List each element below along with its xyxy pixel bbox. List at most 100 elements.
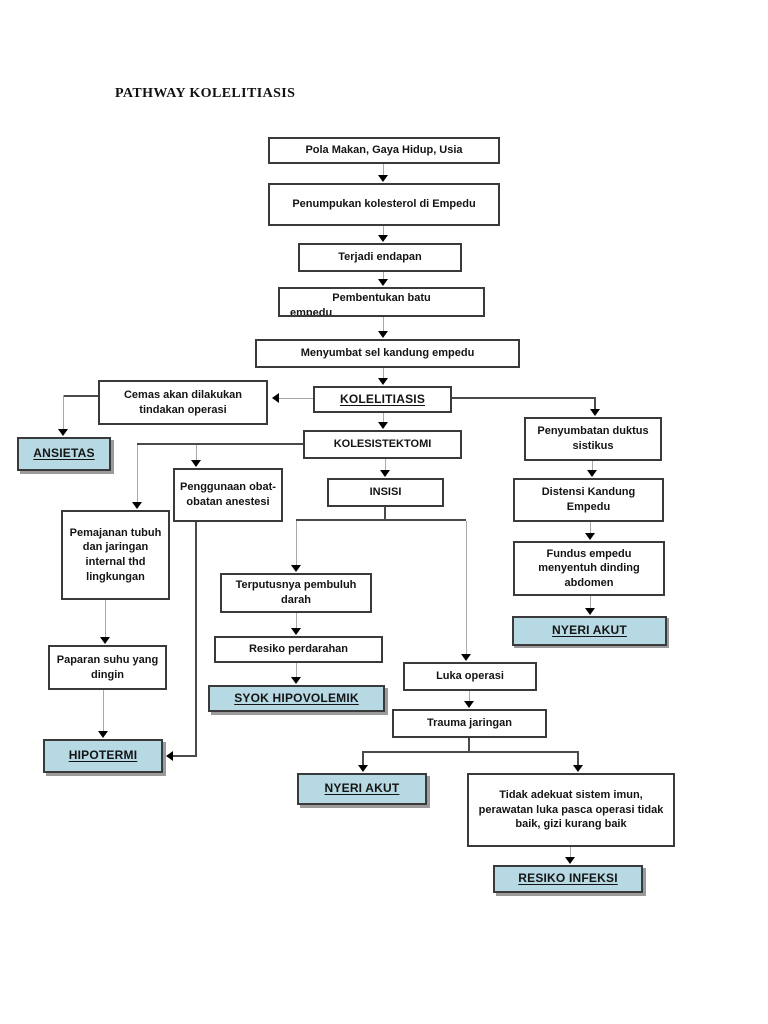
connector-to-luka bbox=[466, 521, 467, 654]
node-label: Penyumbatan duktus sistikus bbox=[537, 425, 649, 452]
node-kolesistektomi: KOLESISTEKTOMI bbox=[303, 430, 462, 459]
node-label: Pemajanan tubuh dan jaringan internal th… bbox=[69, 526, 162, 583]
node-label: ANSIETAS bbox=[33, 446, 95, 461]
arrowhead-down-icon bbox=[378, 175, 388, 182]
node-kolelitiasis: KOLELITIASIS bbox=[313, 386, 452, 413]
connector-pembentukan-menyumbat bbox=[383, 317, 384, 331]
node-insisi: INSISI bbox=[327, 478, 444, 507]
node-label: SYOK HIPOVOLEMIK bbox=[234, 690, 359, 705]
node-cemas-operasi: Cemas akan dilakukan tindakan operasi bbox=[98, 380, 268, 425]
node-label: Terjadi endapan bbox=[338, 251, 422, 264]
node-label: Pola Makan, Gaya Hidup, Usia bbox=[305, 144, 463, 157]
connector-cemas-ansietas-h bbox=[63, 395, 98, 397]
arrowhead-down-icon bbox=[585, 608, 595, 615]
arrowhead-down-icon bbox=[464, 701, 474, 708]
node-penumpukan-kolesterol: Penumpukan kolesterol di Empedu bbox=[268, 183, 500, 226]
node-label: Tidak adekuat sistem imun, perawatan luk… bbox=[478, 789, 664, 831]
arrowhead-down-icon bbox=[378, 331, 388, 338]
node-label-line1: Pembentukan batu bbox=[332, 292, 431, 304]
node-label: INSISI bbox=[369, 486, 402, 499]
arrowhead-down-icon bbox=[98, 731, 108, 738]
connector-to-pemajanan bbox=[137, 445, 138, 502]
node-label: RESIKO INFEKSI bbox=[518, 871, 618, 886]
arrowhead-down-icon bbox=[291, 565, 301, 572]
arrowhead-down-icon bbox=[378, 378, 388, 385]
connector-kolesistektomi-left-h bbox=[137, 443, 303, 445]
connector-cemas-ansietas-v bbox=[63, 395, 64, 429]
node-penyumbatan-duktus: Penyumbatan duktus sistikus bbox=[524, 417, 662, 461]
node-trauma-jaringan: Trauma jaringan bbox=[392, 709, 547, 738]
arrowhead-down-icon bbox=[358, 765, 368, 772]
arrowhead-down-icon bbox=[461, 654, 471, 661]
connector-trauma-split-h bbox=[362, 751, 579, 753]
node-terjadi-endapan: Terjadi endapan bbox=[298, 243, 462, 272]
arrowhead-down-icon bbox=[585, 533, 595, 540]
node-pembentukan-batu: Pembentukan batu empedu bbox=[278, 287, 485, 317]
connector-to-nyeri-bawah bbox=[362, 753, 364, 765]
node-nyeri-akut-bawah: NYERI AKUT bbox=[297, 773, 427, 805]
connector-penggunaan-hipotermi-v bbox=[195, 522, 197, 757]
connector-kolelitiasis-penyumbatan-h bbox=[452, 397, 596, 399]
node-pemajanan: Pemajanan tubuh dan jaringan internal th… bbox=[61, 510, 170, 600]
connector-kolesistektomi-insisi bbox=[385, 459, 386, 470]
connector-kolelitiasis-penyumbatan-v bbox=[594, 397, 596, 409]
node-label: Fundus empedu menyentuh dinding abdomen bbox=[538, 547, 640, 589]
node-menyumbat: Menyumbat sel kandung empedu bbox=[255, 339, 520, 368]
connector-luka-trauma bbox=[469, 691, 470, 701]
node-paparan-suhu: Paparan suhu yang dingin bbox=[48, 645, 167, 690]
connector-penyumbatan-distensi bbox=[592, 461, 593, 470]
arrowhead-down-icon bbox=[587, 470, 597, 477]
node-distensi-kandung: Distensi Kandung Empedu bbox=[513, 478, 664, 522]
arrowhead-down-icon bbox=[100, 637, 110, 644]
node-label: Penumpukan kolesterol di Empedu bbox=[292, 198, 476, 211]
node-fundus-empedu: Fundus empedu menyentuh dinding abdomen bbox=[513, 541, 665, 596]
connector-to-penggunaan bbox=[196, 445, 197, 460]
connector-kolelitiasis-cemas bbox=[279, 398, 313, 399]
connector-terputusnya-resiko bbox=[296, 613, 297, 628]
node-label: NYERI AKUT bbox=[552, 623, 627, 638]
connector-distensi-fundus bbox=[590, 522, 591, 533]
node-label: Paparan suhu yang dingin bbox=[56, 653, 159, 681]
arrowhead-down-icon bbox=[380, 470, 390, 477]
node-resiko-infeksi: RESIKO INFEKSI bbox=[493, 865, 643, 893]
connector-menyumbat-kolelitiasis bbox=[383, 368, 384, 378]
connector-pemajanan-paparan bbox=[105, 600, 106, 637]
arrowhead-down-icon bbox=[191, 460, 201, 467]
node-label: HIPOTERMI bbox=[68, 748, 138, 763]
node-label: Resiko perdarahan bbox=[248, 643, 349, 656]
arrowhead-down-icon bbox=[590, 409, 600, 416]
connector-pola-penumpukan bbox=[383, 164, 384, 175]
node-label: Terputusnya pembuluh darah bbox=[235, 579, 357, 606]
node-terputusnya-pembuluh: Terputusnya pembuluh darah bbox=[220, 573, 372, 613]
connector-to-tidak-adekuat bbox=[577, 753, 579, 765]
arrowhead-left-icon bbox=[272, 393, 279, 403]
arrowhead-down-icon bbox=[58, 429, 68, 436]
arrowhead-left-icon bbox=[166, 751, 173, 761]
arrowhead-down-icon bbox=[378, 279, 388, 286]
connector-resiko-syok bbox=[296, 663, 297, 677]
connector-trauma-stem bbox=[468, 738, 470, 751]
arrowhead-down-icon bbox=[565, 857, 575, 864]
connector-to-terputusnya bbox=[296, 521, 297, 565]
node-tidak-adekuat-imun: Tidak adekuat sistem imun, perawatan luk… bbox=[467, 773, 675, 847]
node-nyeri-akut-kanan: NYERI AKUT bbox=[512, 616, 667, 646]
node-label: Trauma jaringan bbox=[427, 717, 512, 730]
node-label: Menyumbat sel kandung empedu bbox=[300, 347, 475, 360]
connector-insisi-split-h bbox=[296, 519, 466, 521]
arrowhead-down-icon bbox=[378, 422, 388, 429]
arrowhead-down-icon bbox=[573, 765, 583, 772]
node-label: NYERI AKUT bbox=[324, 781, 400, 796]
node-label: Distensi Kandung Empedu bbox=[541, 486, 636, 513]
connector-penggunaan-hipotermi-h bbox=[173, 755, 197, 757]
connector-penumpukan-terjadi bbox=[383, 226, 384, 235]
connector-insisi-stem bbox=[384, 507, 386, 520]
connector-tidak-resiko-infeksi bbox=[570, 847, 571, 857]
node-pola-makan: Pola Makan, Gaya Hidup, Usia bbox=[268, 137, 500, 164]
node-ansietas: ANSIETAS bbox=[17, 437, 111, 471]
connector-paparan-hipotermi bbox=[103, 690, 104, 731]
node-resiko-perdarahan: Resiko perdarahan bbox=[214, 636, 383, 663]
node-label: Cemas akan dilakukan tindakan operasi bbox=[123, 388, 242, 416]
page-title: PATHWAY KOLELITIASIS bbox=[115, 86, 296, 101]
node-syok-hipovolemik: SYOK HIPOVOLEMIK bbox=[208, 685, 385, 712]
